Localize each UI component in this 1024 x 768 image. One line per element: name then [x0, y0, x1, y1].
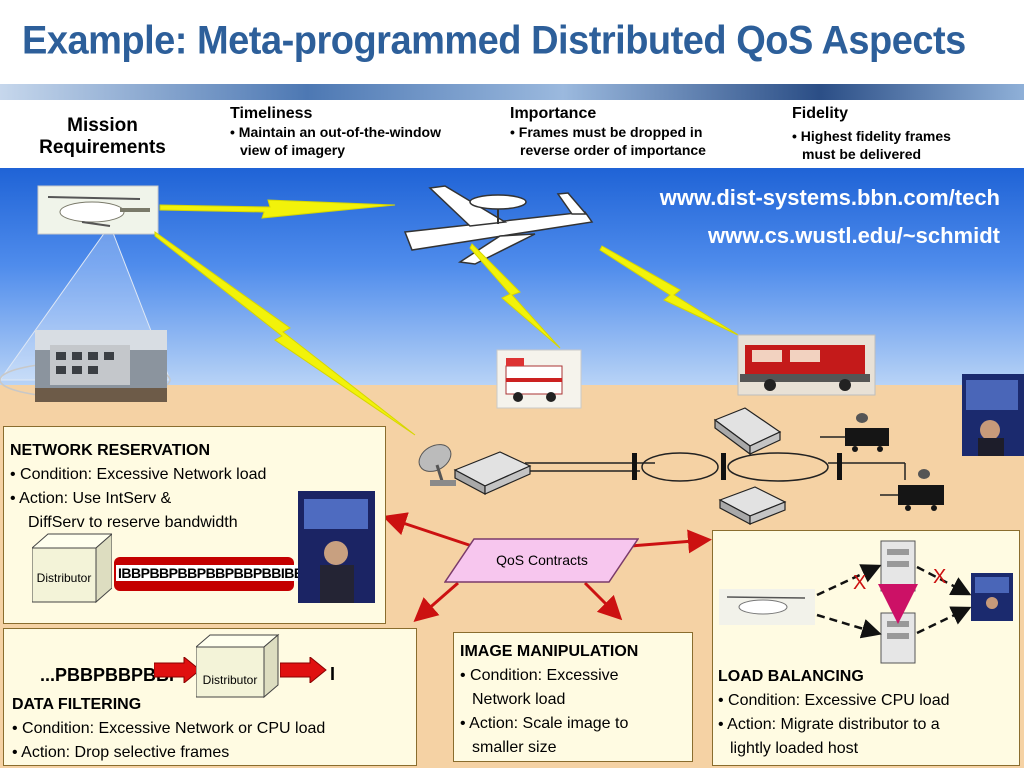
requirement-line: • Frames must be dropped in: [510, 124, 703, 140]
building-photo: [35, 330, 167, 402]
load-balancing-box: X X LOAD BALANCING • Condition: Excessiv…: [712, 530, 1020, 766]
requirement-heading: Fidelity: [792, 105, 849, 122]
requirement-line: reverse order of importance: [520, 142, 706, 158]
frames-in: ...PBBPBBPBBI: [40, 665, 175, 685]
qos-contracts-label: QoS Contracts: [496, 552, 588, 568]
box-line: lightly loaded host: [730, 740, 859, 757]
lightning-bolt: [159, 199, 396, 219]
box-line: • Condition: Excessive Network or CPU lo…: [12, 720, 326, 737]
box-line: • Condition: Excessive: [460, 667, 619, 684]
box-heading: NETWORK RESERVATION: [10, 442, 211, 459]
box-heading: LOAD BALANCING: [718, 668, 864, 685]
mobile-unit-icon: [820, 413, 889, 452]
load-balancing-diagram: X X: [719, 540, 1013, 664]
helicopter-photo: [719, 589, 815, 625]
title-band: [0, 84, 1024, 100]
box-line: • Condition: Excessive Network load: [10, 466, 267, 483]
network-reservation-box: NETWORK RESERVATION • Condition: Excessi…: [3, 426, 386, 624]
slide-title: Example: Meta-programmed Distributed QoS…: [22, 18, 966, 64]
box-line: • Action: Drop selective frames: [12, 744, 230, 761]
lightning-bolt: [154, 231, 416, 436]
flow-arrow-out: [280, 657, 327, 683]
qos-contracts-shape[interactable]: QoS Contracts: [444, 538, 639, 583]
image-manipulation-box: IMAGE MANIPULATION • Condition: Excessiv…: [453, 632, 693, 762]
frame-sequence: IBBPBBPBBPBBPBBPBBIBBPB: [116, 565, 324, 581]
requirements-row: [0, 100, 1024, 168]
box-line: • Action: Scale image to: [460, 715, 629, 732]
box-line: • Action: Use IntServ &: [10, 490, 172, 507]
distributor-cube: Distributor: [32, 533, 112, 604]
airplane-icon: [403, 185, 594, 265]
commander-photo: [962, 374, 1024, 456]
box-line: DiffServ to reserve bandwidth: [28, 514, 238, 531]
box-line: Network load: [472, 691, 566, 708]
box-heading: DATA FILTERING: [12, 696, 142, 713]
box-line: smaller size: [472, 739, 557, 756]
failure-mark: X: [933, 566, 946, 588]
server-icon: [880, 540, 916, 592]
satellite-dish-icon: [418, 444, 456, 486]
flow-arrow-in: [154, 657, 201, 683]
helicopter-photo: [37, 185, 159, 235]
distributor-label: Distributor: [203, 673, 258, 687]
requirement-line: must be delivered: [802, 146, 922, 162]
operator-photo: [298, 491, 375, 603]
network-backbone: [525, 452, 906, 482]
requirement-line: view of imagery: [240, 142, 346, 158]
requirement-line: • Highest fidelity frames: [792, 128, 951, 144]
mission-requirements-label: Mission Requirements: [39, 115, 166, 158]
router-bar: [837, 453, 842, 480]
router-bar: [721, 453, 726, 480]
distributor-cube: Distributor: [196, 633, 280, 699]
mobile-unit-icon: [880, 469, 944, 511]
box-heading: IMAGE MANIPULATION: [460, 643, 639, 660]
requirement-importance: Importance • Frames must be dropped in r…: [510, 105, 770, 159]
fire-truck-photo: [737, 334, 876, 396]
router-bar: [632, 453, 637, 480]
requirement-heading: Importance: [510, 105, 597, 122]
lightning-bolt: [599, 245, 741, 337]
commander-photo: [971, 573, 1013, 621]
server-icon: [880, 612, 916, 664]
box-line: • Condition: Excessive CPU load: [718, 692, 950, 709]
requirement-timeliness: Timeliness • Maintain an out-of-the-wind…: [230, 105, 500, 159]
data-filtering-box: ...PBBPBBPBBI Distributor I DATA FILTERI…: [3, 628, 417, 766]
distributor-label: Distributor: [37, 571, 92, 585]
ambulance-photo: [496, 349, 582, 409]
failure-mark: X: [853, 572, 866, 594]
lightning-bolt: [469, 243, 561, 349]
url-bbn[interactable]: www.dist-systems.bbn.com/tech: [659, 185, 1000, 210]
frames-out: I: [330, 664, 336, 684]
server-icon: [453, 451, 532, 495]
requirement-fidelity: Fidelity • Highest fidelity frames must …: [792, 105, 1012, 163]
server-icon: [713, 407, 782, 456]
requirement-line: • Maintain an out-of-the-window: [230, 124, 441, 140]
requirement-heading: Timeliness: [230, 105, 313, 122]
url-wustl[interactable]: www.cs.wustl.edu/~schmidt: [708, 223, 1000, 248]
server-icon: [718, 486, 787, 525]
box-line: • Action: Migrate distributor to a: [718, 716, 940, 733]
